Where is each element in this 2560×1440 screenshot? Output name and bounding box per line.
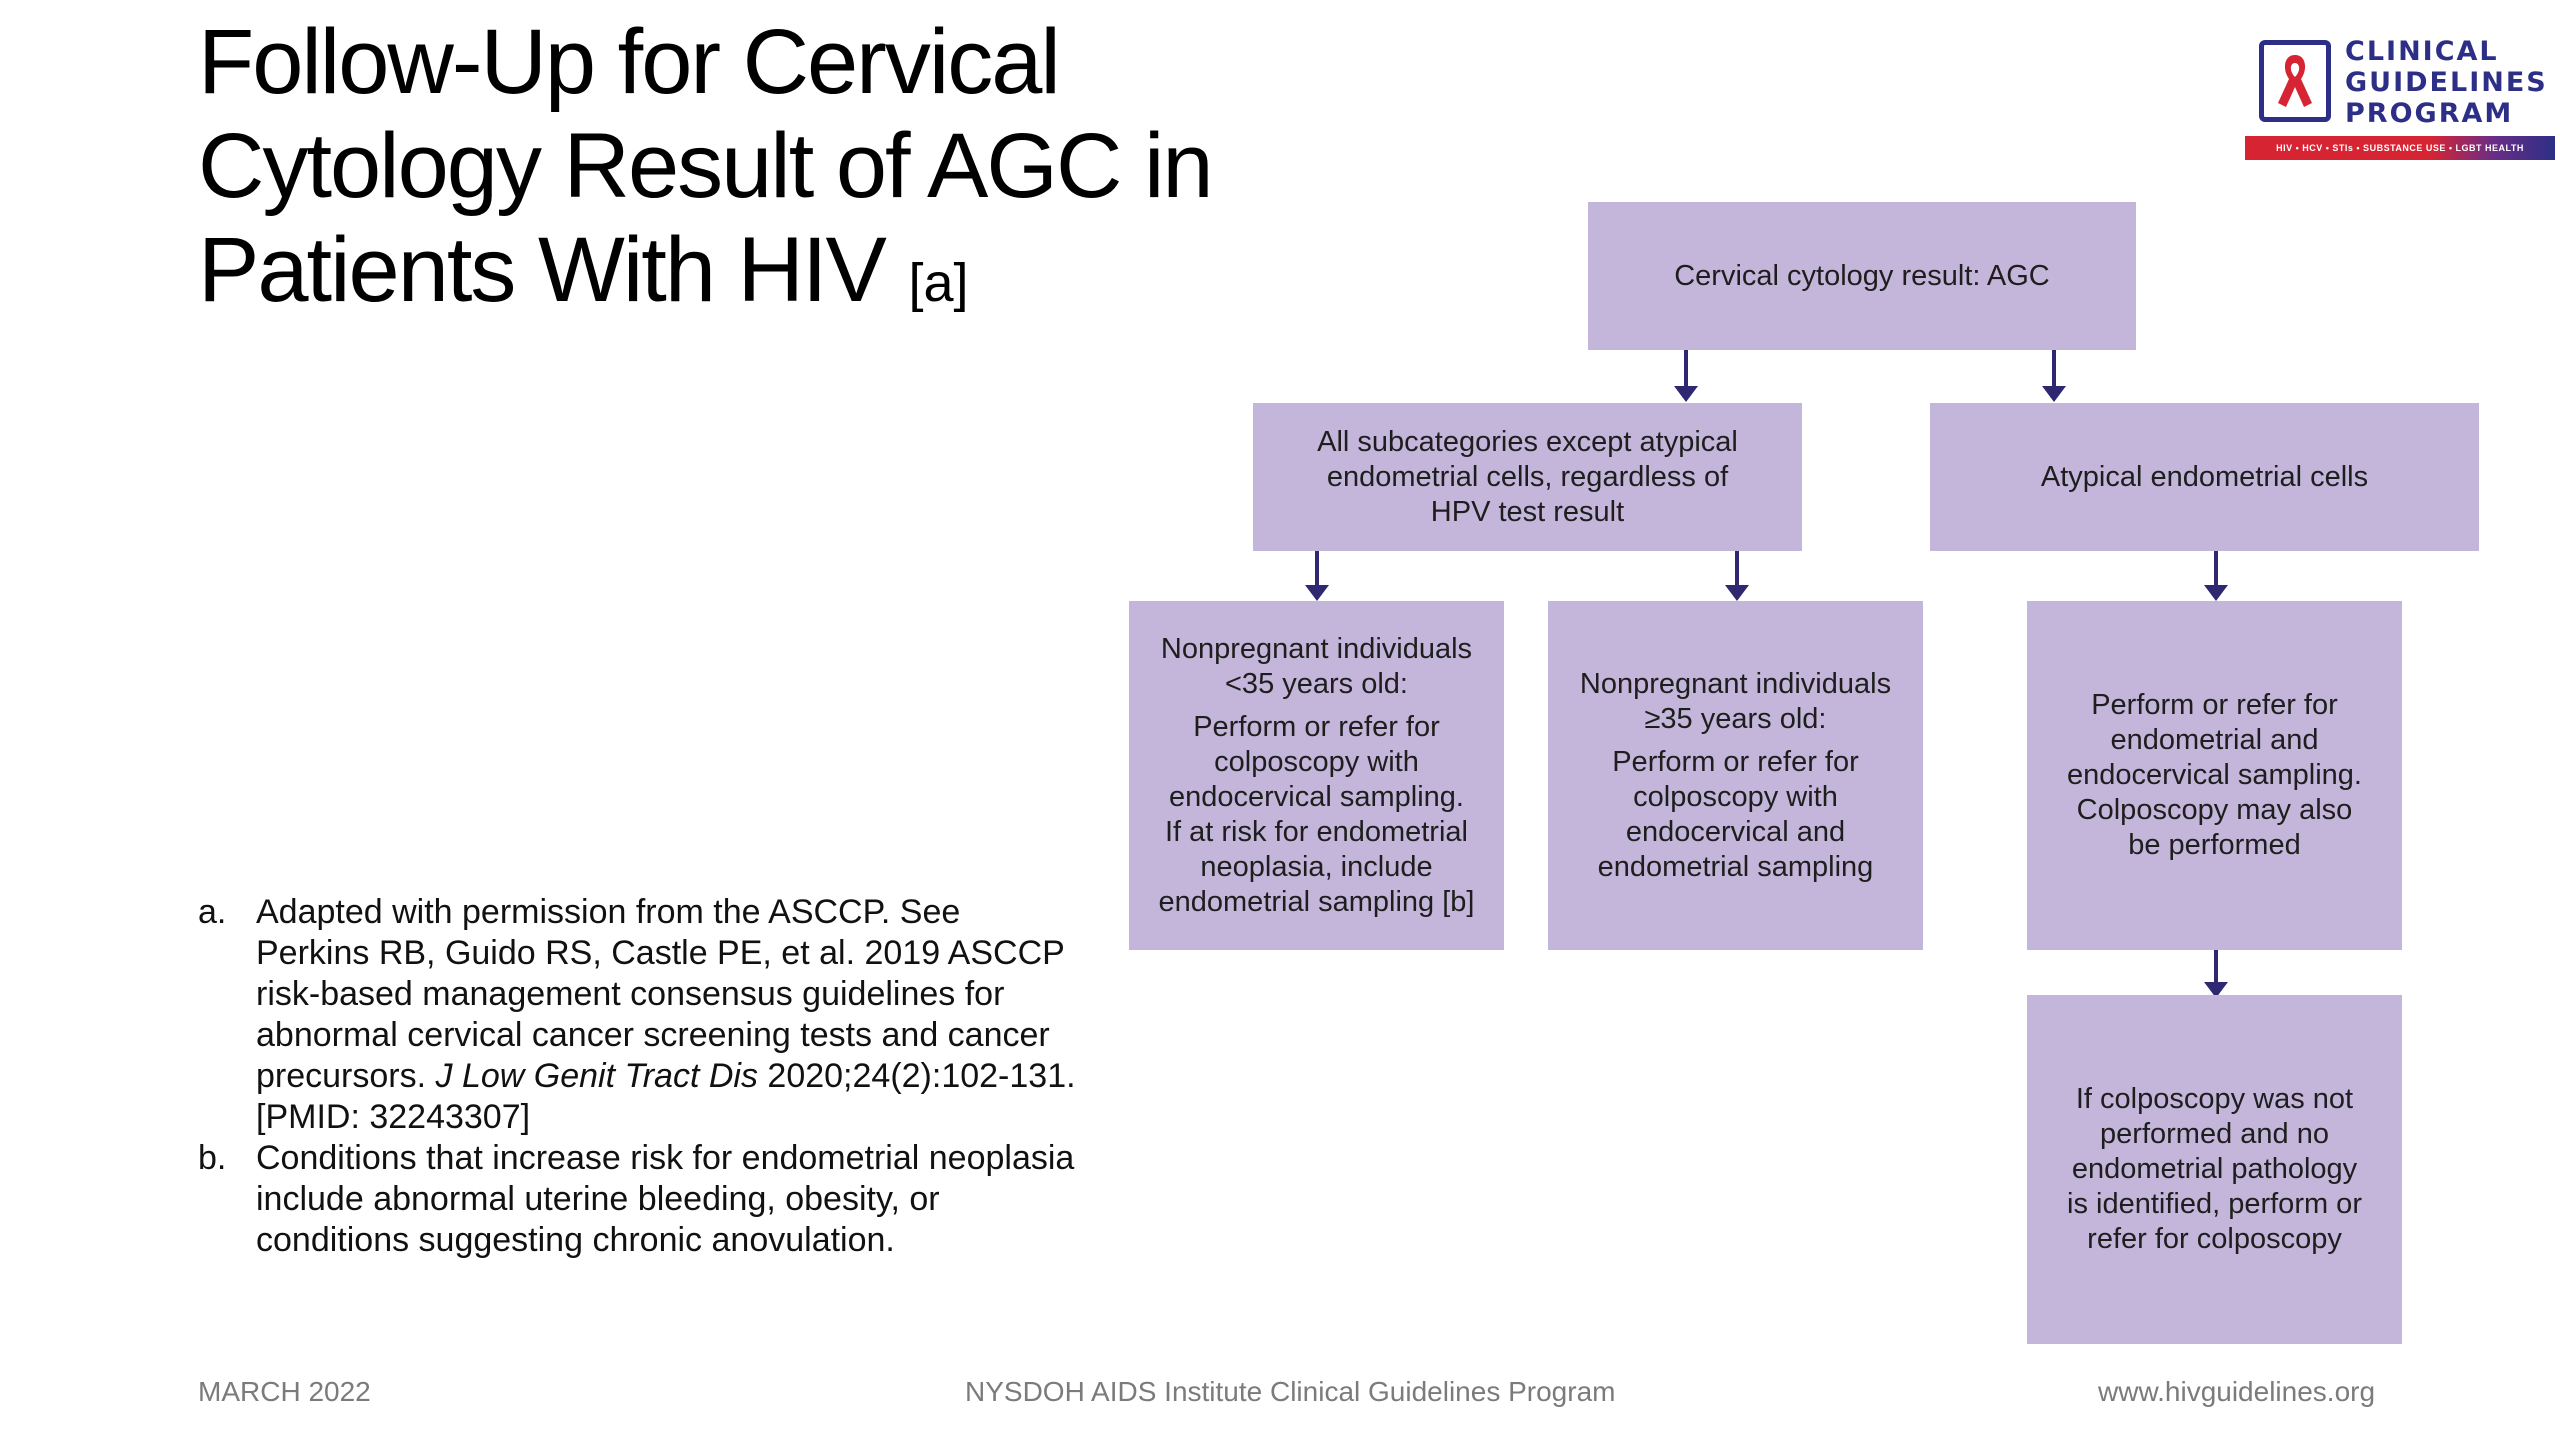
root-box: Cervical cytology result: AGC [1588,202,2136,350]
arrow-left-to-lt35 [1305,551,1329,601]
logo-line-3: PROGRAM [2345,98,2514,129]
leaf-box-endometrial-sampling: Perform or refer for endometrial and end… [2027,601,2402,950]
root-label: Cervical cytology result: AGC [1674,259,2050,292]
footer-url[interactable]: www.hivguidelines.org [2098,1376,2376,1407]
leaf-endometrial-sampling-label: Perform or refer for endometrial and end… [2067,689,2362,861]
leaf-box-under-35: Nonpregnant individuals <35 years old: P… [1129,601,1504,950]
footnote-a-citation: 2020;24(2):102-131. [PMID: 32243307] [256,1057,1076,1136]
footnote-b-marker: b. [198,1139,227,1177]
footnote-a-marker: a. [198,893,227,931]
leaf-under-35-head: Nonpregnant individuals <35 years old: [1160,632,1473,700]
clinical-guidelines-logo: CLINICAL GUIDELINES PROGRAM HIV • HCV • … [2245,36,2555,160]
leaf-box-35-and-over: Nonpregnant individuals ≥35 years old: P… [1548,601,1923,950]
branch-right-label: Atypical endometrial cells [2040,460,2369,493]
footer-date: MARCH 2022 [198,1376,371,1407]
footnote-a: a. Adapted with permission from the ASCC… [198,892,1078,1138]
red-ribbon-icon [2259,40,2331,122]
leaf-box-colposcopy-followup: If colposcopy was not performed and no e… [2027,995,2402,1344]
title-footnote-ref: [a] [908,253,969,313]
arrow-right-to-sampling [2204,551,2228,601]
branch-left-label: All subcategories except atypical endome… [1317,425,1738,528]
footer-program: NYSDOH AIDS Institute Clinical Guideline… [965,1376,1616,1407]
logo-line-2: GUIDELINES [2345,67,2548,98]
footnote-a-journal: J Low Genit Tract Dis [435,1057,758,1095]
leaf-colposcopy-followup-label: If colposcopy was not performed and no e… [2067,1083,2362,1255]
footnote-b: b. Conditions that increase risk for end… [198,1138,1078,1261]
footnotes: a. Adapted with permission from the ASCC… [198,892,1078,1261]
logo-tagline: HIV • HCV • STIs • SUBSTANCE USE • LGBT … [2245,136,2555,160]
logo-wordmark: CLINICAL GUIDELINES PROGRAM [2345,36,2548,129]
arrow-root-to-left [1674,350,1698,402]
branch-box-all-subcategories: All subcategories except atypical endome… [1253,403,1802,551]
page-title: Follow-Up for Cervical Cytology Result o… [198,10,1258,335]
leaf-35-and-over-head: Nonpregnant individuals ≥35 years old: [1579,667,1892,735]
logo-line-1: CLINICAL [2345,36,2499,67]
footnote-a-text: Adapted with permission from the ASCCP. … [256,893,1065,1095]
leaf-35-and-over-body: Perform or refer for colposcopy with end… [1597,745,1874,883]
arrow-sampling-to-final [2204,950,2228,998]
arrow-root-to-right [2042,350,2066,402]
branch-box-atypical-endometrial: Atypical endometrial cells [1930,403,2479,551]
leaf-under-35-body: Perform or refer for colposcopy with end… [1158,710,1475,918]
page-title-text: Follow-Up for Cervical Cytology Result o… [198,11,1214,321]
arrow-left-to-ge35 [1725,551,1749,601]
footnote-b-text: Conditions that increase risk for endome… [256,1139,1075,1259]
